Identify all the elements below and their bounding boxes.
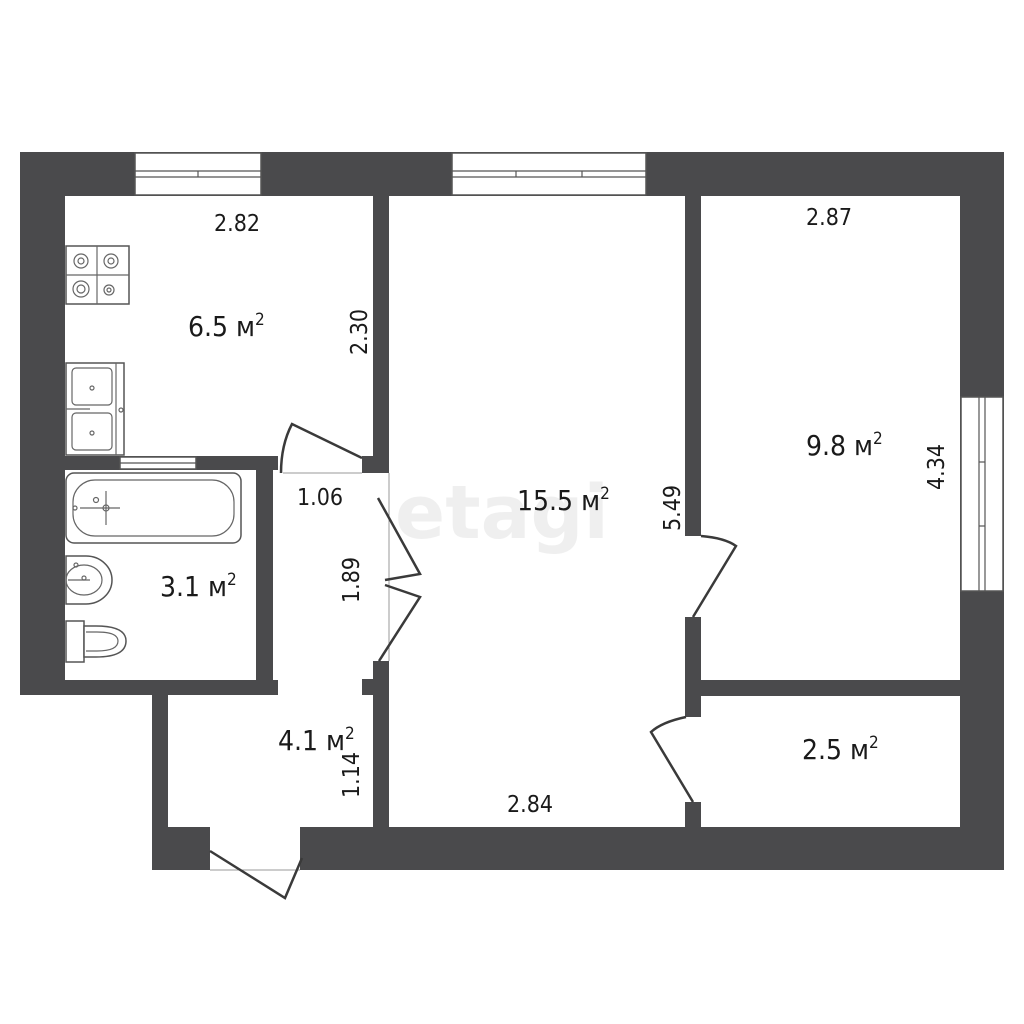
window-bedroom: [960, 396, 1004, 592]
wall-corridor-post-top: [362, 456, 389, 473]
bedroom-width-label: 2.87: [806, 205, 852, 231]
wall-living-bedroom-lower: [685, 617, 701, 717]
bedroom-area-label: 9.8 м2: [806, 429, 883, 462]
wall-left: [20, 152, 65, 695]
walls: [20, 152, 1004, 870]
wall-bath-corridor: [256, 456, 273, 695]
living-area-label: 15.5 м2: [517, 484, 610, 517]
washbasin-icon: [65, 555, 113, 605]
kitchen-length-label: 2.30: [347, 309, 373, 355]
window-kitchen: [134, 152, 262, 196]
door-living-double: [376, 473, 422, 662]
wall-corridor-post-bottom: [362, 679, 389, 695]
door-entrance: [209, 849, 304, 900]
corridor-length-label: 1.89: [339, 557, 365, 603]
toilet-icon: [65, 620, 127, 663]
bathtub-icon: [65, 472, 242, 544]
kitchen-sink-icon: [65, 362, 125, 456]
storage-area-label: 2.5 м2: [802, 733, 879, 766]
door-bedroom: [691, 534, 738, 618]
kitchen-width-label: 2.82: [214, 211, 260, 237]
door-kitchen: [279, 422, 363, 474]
corridor-width-label: 1.06: [297, 485, 343, 511]
bathroom-area-label: 3.1 м2: [160, 570, 237, 603]
watermark-text: etagi: [395, 470, 609, 556]
stove-icon: [65, 245, 130, 305]
window-bath-kitchen: [119, 456, 197, 470]
wall-bedroom-storage: [685, 680, 960, 696]
living-width-label: 2.84: [507, 792, 553, 818]
corridor-area-label: 4.1 м2: [278, 724, 355, 757]
wall-living-storage-lower: [685, 802, 701, 827]
entrance-length-label: 1.14: [339, 752, 365, 798]
wall-kitchen-living: [373, 196, 389, 473]
kitchen-area-label: 6.5 м2: [188, 310, 265, 343]
door-storage: [649, 715, 695, 803]
wall-bath-bottom: [20, 680, 278, 695]
window-living: [451, 152, 647, 196]
wall-corridor-living-lower: [373, 661, 389, 827]
living-length-label: 5.49: [660, 485, 686, 531]
bedroom-length-label: 4.34: [924, 444, 950, 490]
wall-entrance-left: [152, 680, 168, 870]
wall-bottom: [300, 827, 1004, 870]
wall-living-bedroom: [685, 196, 701, 536]
